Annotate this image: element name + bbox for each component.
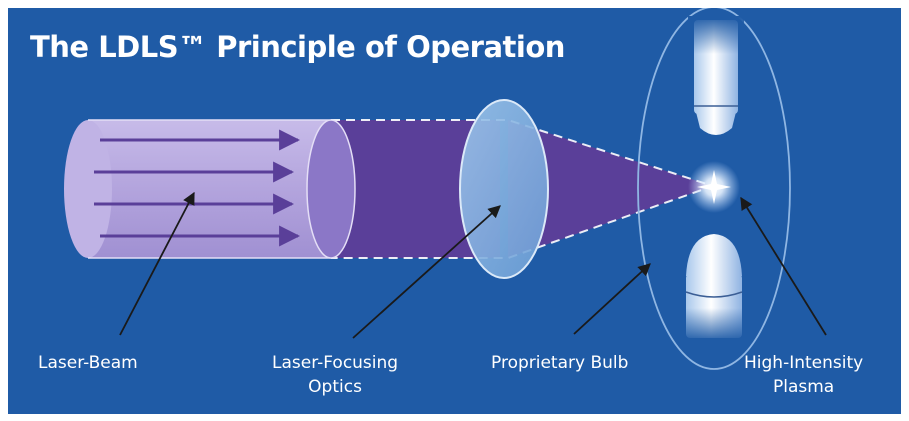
- label-proprietary-bulb: Proprietary Bulb: [491, 351, 628, 375]
- label-laser-focusing-optics: Laser-Focusing Optics: [272, 351, 398, 399]
- label-focusing-line1: Laser-Focusing: [272, 353, 399, 373]
- label-plasma-line2: Plasma: [772, 377, 835, 397]
- diagram-panel: The LDLS™ Principle of Operation Laser-B…: [8, 8, 901, 414]
- bulb-envelope: [637, 8, 791, 370]
- label-plasma-line1: High-Intensity: [744, 353, 864, 373]
- label-focusing-line2: Optics: [308, 377, 362, 397]
- label-high-intensity-plasma: High-Intensity Plasma: [744, 351, 863, 399]
- focused-beam-cone: [508, 120, 713, 258]
- bottom-electrode: [680, 234, 748, 342]
- focusing-lens: [459, 99, 549, 279]
- beam-section: [331, 120, 500, 258]
- label-bulb-text: Proprietary Bulb: [491, 353, 629, 373]
- plasma-glow: [688, 161, 740, 213]
- diagram-title: The LDLS™ Principle of Operation: [30, 30, 565, 64]
- diagram-graphic: [64, 8, 827, 370]
- label-laser-beam: Laser-Beam: [38, 351, 138, 375]
- top-electrode: [688, 16, 744, 135]
- callout-arrows: [119, 191, 827, 339]
- label-laser-beam-text: Laser-Beam: [38, 353, 138, 373]
